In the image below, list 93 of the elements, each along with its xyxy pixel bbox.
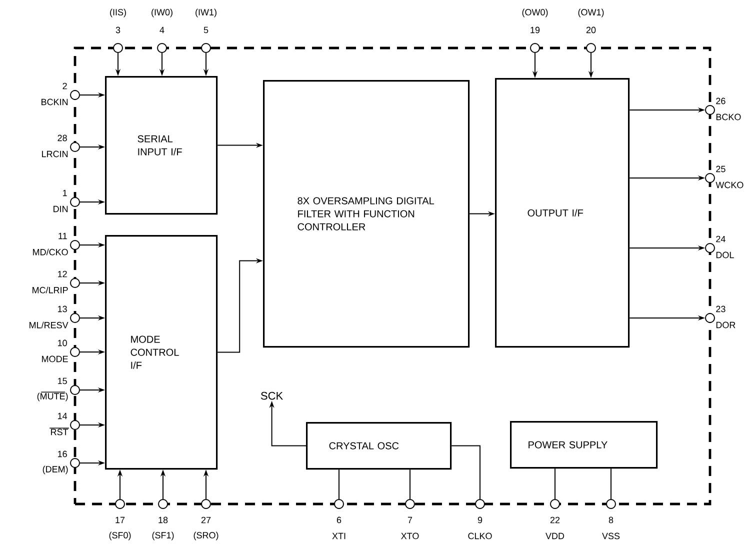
pin-label: 17: [116, 516, 125, 524]
pin-label: 26: [716, 98, 726, 104]
block-box: POWER SUPPLY: [510, 421, 658, 469]
pin-label: (SF0): [109, 532, 131, 540]
pin-circle: [705, 243, 715, 253]
block-box: 8X OVERSAMPLING DIGITAL FILTER WITH FUNCTION CONTROLLER: [263, 80, 470, 348]
pin-circle: [115, 499, 125, 509]
pin-label: (OW1): [578, 8, 604, 18]
connector: [338, 469, 340, 500]
pin-label: 9: [478, 516, 482, 524]
pin-circle: [586, 43, 596, 53]
pin-label: LRCIN: [42, 150, 68, 158]
pin-circle: [70, 240, 80, 250]
pin-label: 3: [116, 26, 120, 34]
block-box: CRYSTAL OSC: [306, 422, 452, 470]
pin-label: 28: [58, 134, 67, 142]
pin-label: 14: [58, 412, 68, 420]
pin-label: 18: [158, 516, 168, 524]
pin-label: 16: [58, 450, 67, 458]
pin-label: XTO: [401, 532, 419, 540]
chip-outline: [74, 46, 712, 506]
pin-label: 19: [530, 26, 540, 34]
pin-label: XTI: [332, 532, 346, 540]
pin-circle: [70, 420, 80, 430]
pin-circle: [70, 142, 80, 152]
pin-circle: [70, 90, 80, 100]
pin-label: 24: [716, 236, 726, 242]
pin-circle: [70, 458, 80, 468]
pin-label: 13: [58, 306, 67, 312]
pin-circle: [550, 499, 560, 509]
pin-label: 4: [160, 26, 164, 34]
pin-label: (OW0): [522, 8, 548, 18]
pin-label: 12: [58, 270, 67, 278]
pin-label: 22: [550, 516, 560, 524]
pin-label: DOR: [716, 322, 736, 328]
pin-label: MD/CKO: [33, 248, 68, 256]
pin-label: 2: [62, 82, 67, 90]
pin-label: 6: [336, 516, 342, 524]
pin-label: RST: [49, 428, 70, 436]
pin-label: VSS: [602, 532, 620, 540]
pin-circle: [606, 499, 616, 509]
pin-label: DOL: [716, 252, 734, 258]
pin-circle: [70, 278, 80, 288]
pin-circle: [201, 499, 211, 509]
pin-circle: [70, 347, 80, 357]
connector: [610, 468, 612, 500]
pin-label: 27: [201, 516, 211, 524]
pin-label: 7: [408, 516, 412, 524]
pin-label: 8: [608, 516, 614, 524]
pin-label: 15: [58, 378, 67, 384]
pin-label: (SRO): [194, 532, 218, 540]
pin-circle: [113, 43, 123, 53]
block-box: OUTPUT I/F: [495, 78, 630, 348]
pin-label: WCKO: [716, 182, 744, 188]
pin-circle: [705, 105, 715, 115]
pin-label: 5: [204, 26, 208, 34]
pin-circle: [157, 43, 167, 53]
pin-label: BCKIN: [42, 98, 68, 106]
pin-label: (SF1): [152, 532, 174, 540]
pin-circle: [70, 385, 80, 395]
pin-label: ML/RESV: [30, 322, 68, 328]
pin-label: MC/LRIP: [32, 286, 68, 294]
pin-label: (IW1): [196, 8, 216, 18]
pin-circle: [530, 43, 540, 53]
pin-circle: [201, 43, 211, 53]
pin-label: 1: [63, 190, 67, 196]
signal-label: SCK: [261, 392, 283, 400]
pin-label: 20: [586, 26, 596, 34]
pin-label: 10: [58, 340, 67, 346]
pin-label: CLKO: [468, 532, 492, 540]
connector: [554, 468, 556, 500]
pin-label: (MUTE): [37, 392, 68, 402]
pin-label: 23: [716, 306, 726, 312]
pin-circle: [158, 499, 168, 509]
pin-label: (IW0): [152, 8, 172, 18]
block-box: MODE CONTROL I/F: [105, 235, 218, 470]
pin-label: BCKO: [716, 114, 741, 120]
pin-label: (DEM): [42, 466, 68, 474]
pin-circle: [705, 173, 715, 183]
pin-circle: [334, 499, 344, 509]
pin-label: (IIS): [110, 8, 126, 18]
pin-circle: [70, 197, 80, 207]
pin-circle: [705, 313, 715, 323]
pin-label: MODE: [42, 356, 68, 362]
connector: [451, 445, 480, 500]
pin-circle: [70, 313, 80, 323]
pin-label: 25: [716, 166, 726, 172]
pin-circle: [405, 499, 415, 509]
pin-label: 11: [58, 232, 67, 240]
block-box: SERIAL INPUT I/F: [105, 76, 218, 215]
pin-label: DIN: [54, 206, 68, 212]
pin-label: VDD: [546, 532, 564, 540]
pin-circle: [475, 499, 485, 509]
